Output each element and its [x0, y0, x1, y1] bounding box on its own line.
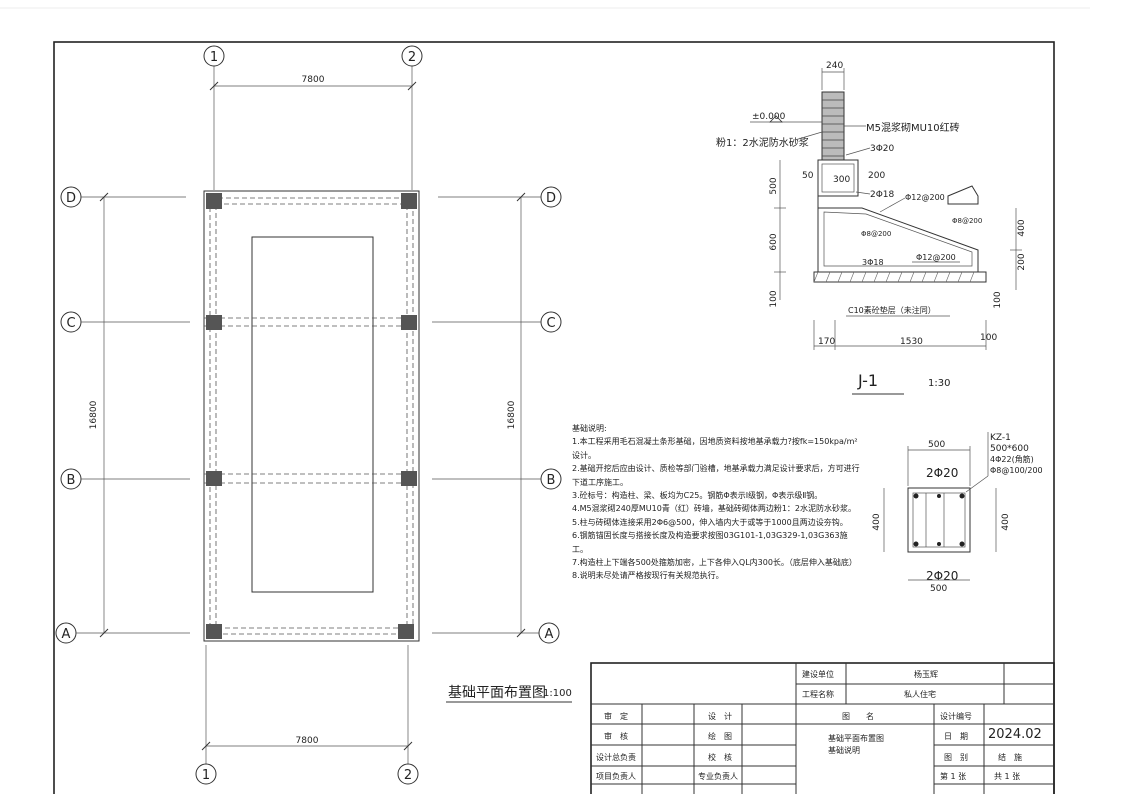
col-stirrup: Φ8@100/200	[990, 466, 1043, 475]
plan-scale: 1:100	[543, 688, 572, 699]
plan-title: 基础平面布置图	[448, 684, 546, 701]
tb-review: 审 核	[604, 732, 628, 741]
tb-date-value: 2024.02	[988, 727, 1042, 742]
col-dim-right: 400	[1001, 513, 1011, 530]
foundation-plan: 1 2 7800 1 2 7800 D C B A 16800	[55, 45, 572, 785]
axis-label-1-top: 1	[210, 50, 218, 65]
col-corner-bars: 4Φ22(角筋)	[990, 454, 1034, 464]
col-name: KZ-1	[990, 433, 1011, 443]
note-5: 5.柱与砖砌体连接采用2Φ6@500，伸入墙内大于或等于1000且两边设夯钩。	[572, 517, 848, 527]
axis-label-D-right: D	[546, 191, 556, 206]
axis-bubble-1-top	[203, 45, 225, 67]
col-dim-bottom: 500	[930, 584, 947, 594]
axis-label-2-top: 2	[408, 50, 416, 65]
sec-d200: 200	[868, 171, 885, 181]
note-6: 6.钢筋锚固长度与搭接长度及构造要求按图03G101-1,03G329-1,03…	[572, 531, 848, 554]
axis-label-C-right: C	[546, 316, 555, 331]
sec-pad: C10素砼垫层（未注同）	[848, 305, 936, 315]
sec-d200r: 200	[1017, 253, 1027, 270]
sec-brick-label: M5混浆砌MU10红砖	[866, 121, 960, 134]
tb-unit-label: 建设单位	[802, 670, 834, 679]
foundation-notes: 基础说明: 1.本工程采用毛石混凝土条形基础，因地质资料按地基承载力?按fk=1…	[572, 422, 862, 583]
axis-label-C-left: C	[66, 316, 75, 331]
section-j1: 240 ±0.000 粉1：2水泥防水砂浆 M5混浆砌MU10红砖 3Φ20 2…	[716, 61, 1027, 395]
axis-label-D-left: D	[66, 191, 76, 206]
tb-check: 校 核	[708, 753, 732, 762]
axis-label-2-bottom: 2	[404, 768, 412, 783]
tb-project-label: 工程名称	[802, 690, 834, 699]
tb-design-no: 设计编号	[940, 712, 972, 721]
tb-drawing-name-label: 图 名	[842, 712, 874, 721]
note-7: 7.构造柱上下端各500处箍筋加密，上下各伸入QL内300长。（底层伸入基础底）	[572, 558, 857, 568]
sheet-frame	[53, 41, 1055, 794]
section-scale: 1:30	[928, 378, 950, 389]
axis-bubble-2-top	[401, 45, 423, 67]
note-4: 4.M5混浆砌240厚MU10青（红）砖墙，基础砖砌体两边粉1：2水泥防水砂浆。	[572, 504, 857, 514]
title-block	[590, 662, 1055, 794]
note-3: 3.砼标号：构造柱、梁、板均为C25。钢筋Φ表示Ⅰ级钢，Φ表示级Ⅱ钢。	[572, 491, 823, 501]
tb-spec: 专业负责人	[698, 772, 738, 781]
sec-bar12a: Φ12@200	[905, 193, 945, 202]
sec-d300: 300	[833, 175, 850, 185]
tb-type-label: 图 别	[944, 753, 968, 762]
note-1: 1.本工程采用毛石混凝土条形基础，因地质资料按地基承载力?按fk=150kpa/…	[572, 437, 858, 460]
axis-label-A-right: A	[545, 627, 554, 642]
tb-drawing-name-1: 基础平面布置图	[828, 734, 884, 743]
plan-dim-bottom: 7800	[296, 736, 319, 746]
sec-d100r: 100	[993, 291, 1003, 308]
tb-sheet: 第 1 张	[940, 772, 967, 781]
tb-total: 共 1 张	[994, 772, 1021, 781]
tb-pm: 项目负责人	[596, 772, 636, 781]
plan-dim-right: 16800	[507, 400, 517, 429]
note-2: 2.基础开挖后应由设计、质检等部门验槽，地基承载力满足设计要求后，方可进行下道工…	[572, 464, 860, 487]
note-8: 8.说明未尽处请严格按现行有关规范执行。	[572, 571, 724, 581]
tb-draw: 绘 图	[708, 732, 732, 741]
axis-bubble-1-bottom	[195, 763, 217, 785]
col-size: 500*600	[990, 444, 1029, 454]
axis-label-B-left: B	[67, 473, 76, 488]
sec-d1530: 1530	[900, 337, 923, 347]
axis-label-B-right: B	[547, 473, 556, 488]
sec-d600: 600	[769, 233, 779, 250]
col-dim-top: 500	[928, 440, 945, 450]
sec-d100l: 100	[769, 290, 779, 307]
axis-label-1-bottom: 1	[202, 768, 210, 783]
plan-dim-left: 16800	[89, 400, 99, 429]
tb-design: 设 计	[708, 712, 732, 721]
tb-unit-value: 杨玉辉	[914, 670, 938, 679]
sec-elevation: ±0.000	[752, 112, 786, 122]
sec-d500: 500	[769, 177, 779, 194]
tb-type-value: 结 施	[998, 753, 1022, 762]
sec-d400r: 400	[1017, 219, 1027, 236]
sec-d100b: 100	[980, 333, 997, 343]
sec-d170: 170	[818, 337, 835, 347]
sec-top-bar: 3Φ20	[870, 144, 895, 154]
col-dim-left: 400	[872, 513, 882, 530]
tb-chief: 设计总负责	[596, 753, 636, 762]
sec-d8b: Φ8@200	[861, 230, 891, 238]
tb-date-label: 日 期	[944, 732, 968, 741]
tb-project-value: 私人住宅	[904, 690, 936, 699]
sec-bar2: 2Φ18	[870, 190, 895, 200]
sec-d8a: Φ8@200	[952, 217, 982, 225]
sec-wall-width: 240	[826, 61, 843, 71]
section-title: J-1	[857, 371, 878, 390]
sec-bar12b: Φ12@200	[916, 253, 956, 262]
axis-bubble-2-bottom	[397, 763, 419, 785]
sec-bar3: 3Φ18	[862, 258, 884, 267]
axis-label-A-left: A	[62, 627, 71, 642]
column-kz1: 500 2Φ20 2Φ20 500 400 400 KZ-1 500*600 4…	[872, 432, 1043, 594]
plan-dim-top: 7800	[302, 75, 325, 85]
col-bottom-label: 2Φ20	[926, 569, 958, 583]
notes-heading: 基础说明:	[572, 424, 607, 433]
col-top-label: 2Φ20	[926, 466, 958, 480]
sec-mortar-label: 粉1：2水泥防水砂浆	[716, 136, 809, 149]
tb-drawing-name-2: 基础说明	[828, 746, 860, 755]
tb-audit: 审 定	[604, 712, 628, 721]
sec-d50: 50	[802, 171, 814, 181]
